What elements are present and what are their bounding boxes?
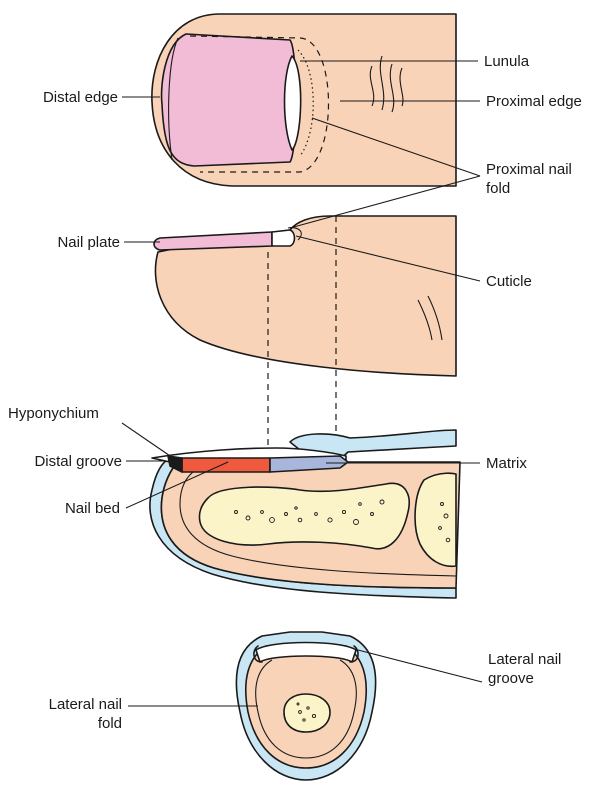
label-proximal-nail-fold-line1: Proximal nail bbox=[486, 161, 572, 178]
label-nail-bed: Nail bed bbox=[65, 500, 120, 517]
lunula-side bbox=[272, 230, 295, 246]
distal-phalanx-bone bbox=[199, 483, 409, 548]
label-proximal-nail-fold-line2: fold bbox=[486, 180, 510, 197]
nail-plate-side bbox=[154, 232, 272, 250]
label-lateral-nail-groove-line1: Lateral nail bbox=[488, 651, 561, 668]
label-hyponychium: Hyponychium bbox=[8, 405, 99, 422]
label-lateral-nail-fold-line2: fold bbox=[98, 715, 122, 732]
label-lateral-nail-fold-line1: Lateral nail bbox=[49, 696, 122, 713]
label-cuticle: Cuticle bbox=[486, 273, 532, 290]
label-proximal-edge: Proximal edge bbox=[486, 93, 582, 110]
finger-side-view bbox=[154, 216, 456, 376]
nail-top-view bbox=[152, 14, 456, 186]
nail-plate-top bbox=[162, 34, 296, 166]
label-distal-edge: Distal edge bbox=[43, 89, 118, 106]
label-nail-plate: Nail plate bbox=[57, 234, 120, 251]
label-lunula: Lunula bbox=[484, 53, 530, 70]
nail-bed-region bbox=[182, 458, 270, 472]
lunula-shape bbox=[285, 56, 301, 150]
longitudinal-section bbox=[150, 430, 460, 598]
label-distal-groove: Distal groove bbox=[34, 453, 122, 470]
label-matrix: Matrix bbox=[486, 455, 527, 472]
label-lateral-nail-groove-line2: groove bbox=[488, 670, 534, 687]
cross-bone bbox=[284, 694, 330, 732]
